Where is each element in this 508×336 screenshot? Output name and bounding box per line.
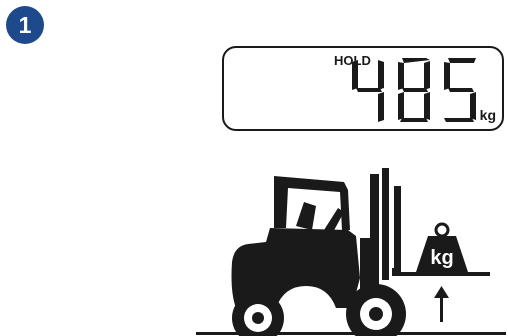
digit-8 bbox=[398, 58, 430, 122]
weight-readout: 485 bbox=[350, 58, 482, 124]
step-number-badge: 1 bbox=[6, 6, 44, 44]
forklift-mast bbox=[360, 168, 401, 296]
digit-5 bbox=[444, 58, 476, 122]
scale-display: HOLD 485 kg bbox=[222, 46, 504, 131]
unit-label: kg bbox=[480, 107, 496, 123]
step-number: 1 bbox=[19, 12, 32, 39]
digit-4 bbox=[352, 60, 384, 122]
forklift-illustration: kg bbox=[196, 168, 506, 336]
weight-label: kg bbox=[430, 247, 453, 269]
lift-up-arrow-icon bbox=[434, 286, 449, 322]
forklift-cab bbox=[274, 176, 350, 234]
weight-icon: kg bbox=[416, 224, 468, 272]
